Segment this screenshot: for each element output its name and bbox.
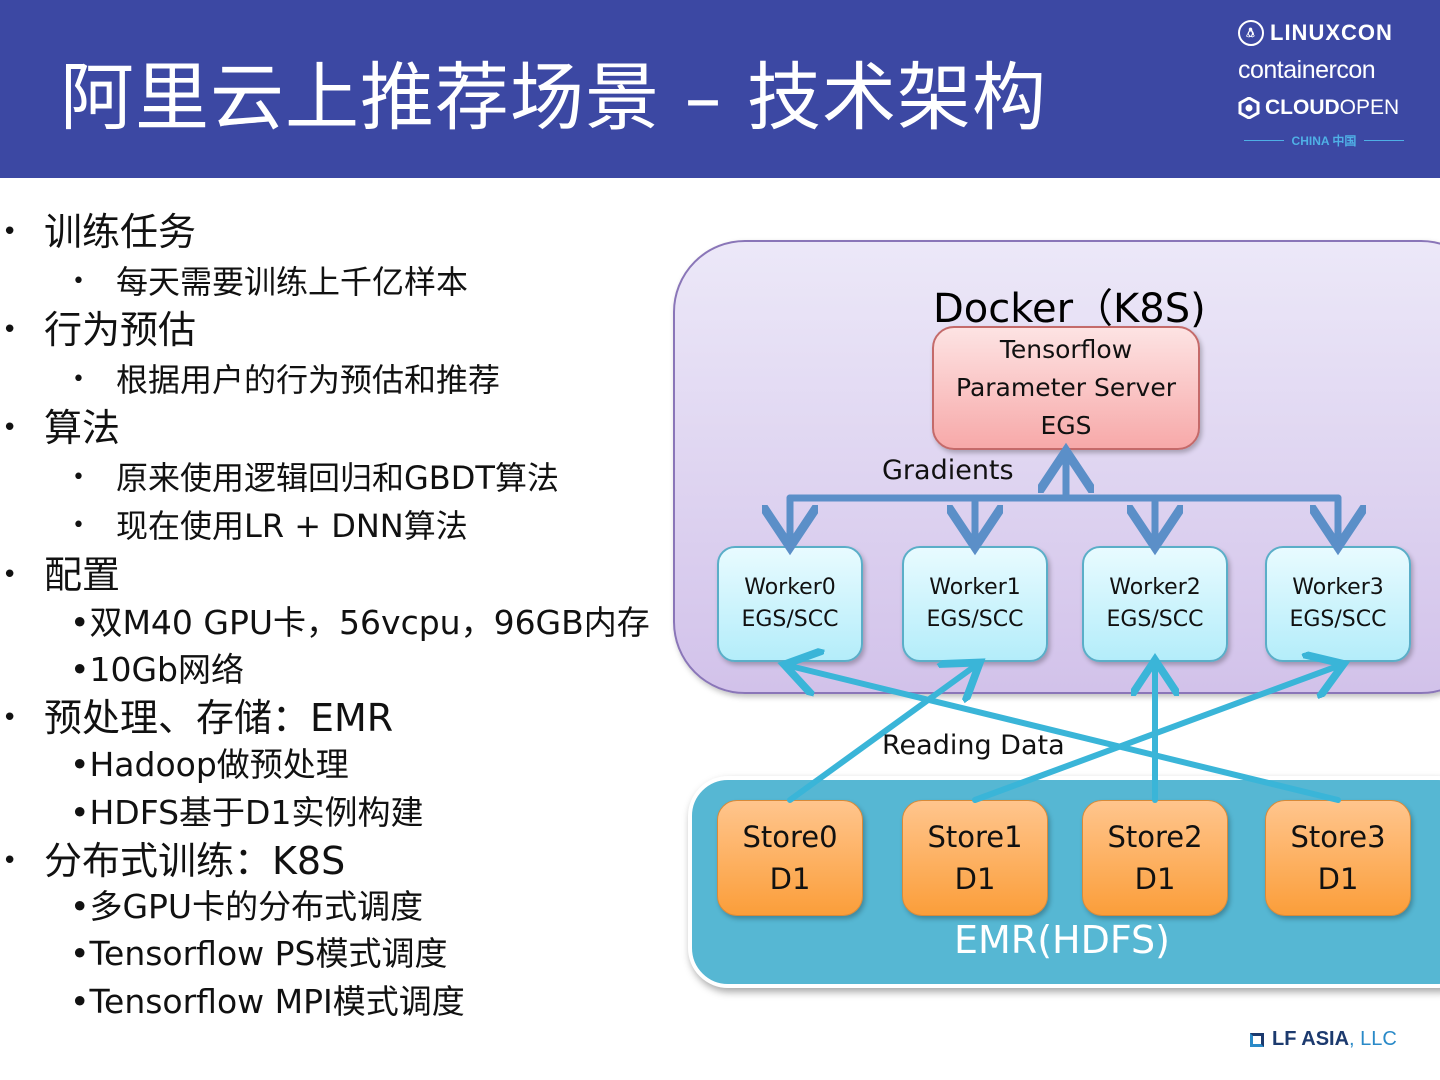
llc-text: , LLC: [1349, 1028, 1397, 1050]
worker-name: Worker2: [1109, 575, 1201, 600]
worker-type: EGS/SCC: [1289, 607, 1387, 632]
bullet-item: •Tensorflow PS模式调度: [70, 930, 448, 978]
emr-hdfs-container: [688, 776, 1440, 988]
bullet-text: 配置: [44, 553, 121, 597]
worker-name: Worker1: [929, 575, 1021, 600]
bullet-item: •多GPU卡的分布式调度: [70, 883, 423, 931]
worker-node: Worker1 EGS/SCC: [902, 546, 1048, 662]
store-name: Store2: [1107, 820, 1203, 854]
bullet-text: 根据用户的行为预估和推荐: [116, 361, 501, 399]
bullet-item: •双M40 GPU卡，56vcpu，96GB内存: [70, 599, 650, 647]
bullet-dot: •: [2, 703, 18, 733]
worker-type: EGS/SCC: [1106, 607, 1204, 632]
slide-title: 阿里云上推荐场景 – 技术架构: [60, 55, 1048, 141]
store-node: Store3 D1: [1265, 800, 1411, 916]
gradients-label: Gradients: [882, 455, 1014, 486]
bullet-item: •HDFS基于D1实例构建: [70, 789, 423, 837]
bullet-text: 行为预估: [44, 308, 197, 352]
store-type: D1: [1134, 862, 1176, 896]
bullet-text: •Hadoop做预处理: [70, 745, 349, 784]
bullet-dot: •: [2, 315, 18, 345]
bullet-text: •多GPU卡的分布式调度: [70, 887, 424, 926]
cloudopen-bold-text: CLOUD: [1265, 96, 1340, 119]
divider-line: [1243, 139, 1284, 141]
worker-node: Worker3 EGS/SCC: [1265, 546, 1411, 662]
store-name: Store0: [742, 820, 838, 854]
lf-asia-text: LF ASIA: [1272, 1028, 1350, 1050]
store-node: Store1 D1: [902, 800, 1048, 916]
cloudopen-light-text: OPEN: [1339, 96, 1400, 119]
emr-label: EMR(HDFS): [954, 918, 1170, 962]
lf-logo-icon: [1250, 1032, 1264, 1047]
store-node: Store0 D1: [717, 800, 863, 916]
bullet-text: 现在使用LR + DNN算法: [116, 507, 468, 545]
bullet-text: •双M40 GPU卡，56vcpu，96GB内存: [70, 603, 650, 642]
penguin-icon: 🐧︎: [1238, 20, 1264, 46]
store-name: Store1: [927, 820, 1023, 854]
bullet-text: 分布式训练：K8S: [44, 839, 346, 883]
lf-asia-logo: LF ASIA, LLC: [1250, 1028, 1397, 1051]
worker-type: EGS/SCC: [926, 607, 1024, 632]
bullet-text: •HDFS基于D1实例构建: [70, 793, 424, 832]
bullet-dot: •: [72, 269, 85, 294]
docker-label: Docker（K8S): [933, 286, 1206, 332]
store-type: D1: [1317, 862, 1359, 896]
bullet-item: •Hadoop做预处理: [70, 741, 349, 789]
worker-name: Worker3: [1292, 575, 1384, 600]
bullet-text: 预处理、存储：EMR: [44, 696, 394, 740]
bullet-item: •Tensorflow MPI模式调度: [70, 978, 465, 1026]
docker-k8s-container: [673, 240, 1440, 694]
containercon-text: containercon: [1238, 55, 1376, 84]
bullet-dot: •: [2, 413, 18, 443]
parameter-server-node: Tensorflow Parameter Server EGS: [932, 326, 1200, 450]
bullet-text: •Tensorflow MPI模式调度: [70, 982, 465, 1021]
reading-data-label: Reading Data: [882, 730, 1065, 761]
bullet-dot: •: [2, 217, 18, 247]
china-text: CHINA 中国: [1291, 133, 1357, 148]
worker-node: Worker2 EGS/SCC: [1082, 546, 1228, 662]
ps-line-3: EGS: [1040, 411, 1092, 440]
hexagon-icon: [1238, 97, 1260, 119]
bullet-text: 原来使用逻辑回归和GBDT算法: [116, 459, 559, 497]
worker-name: Worker0: [744, 575, 836, 600]
read-data-arrow: [972, 666, 1338, 803]
worker-node: Worker0 EGS/SCC: [717, 546, 863, 662]
bullet-dot: •: [72, 513, 85, 538]
store-type: D1: [954, 862, 996, 896]
bullet-dot: •: [72, 367, 85, 392]
read-data-arrow: [787, 666, 975, 803]
store-name: Store3: [1290, 820, 1386, 854]
ps-line-1: Tensorflow: [999, 335, 1133, 364]
bullet-text: 训练任务: [44, 210, 197, 254]
bullet-text: 算法: [44, 406, 121, 450]
store-node: Store2 D1: [1082, 800, 1228, 916]
linuxcon-text: LINUXCON: [1270, 20, 1393, 45]
bullet-item: •10Gb网络: [70, 646, 244, 694]
bullet-text: 每天需要训练上千亿样本: [116, 263, 469, 301]
ps-line-2: Parameter Server: [956, 373, 1176, 402]
divider-line: [1364, 139, 1405, 141]
store-type: D1: [769, 862, 811, 896]
header-banner: 阿里云上推荐场景 – 技术架构 🐧︎ LINUXCON containercon…: [0, 0, 1440, 178]
bullet-text: •10Gb网络: [70, 650, 244, 689]
containercon-logo: containercon: [1238, 50, 1410, 90]
bullet-dot: •: [72, 465, 85, 490]
linuxcon-logo: 🐧︎ LINUXCON: [1238, 16, 1410, 50]
bullet-dot: •: [2, 846, 18, 876]
bullet-dot: •: [2, 560, 18, 590]
china-logo: CHINA 中国: [1238, 126, 1410, 154]
worker-type: EGS/SCC: [741, 607, 839, 632]
read-data-arrow: [790, 666, 1341, 803]
bullet-text: •Tensorflow PS模式调度: [70, 934, 448, 973]
